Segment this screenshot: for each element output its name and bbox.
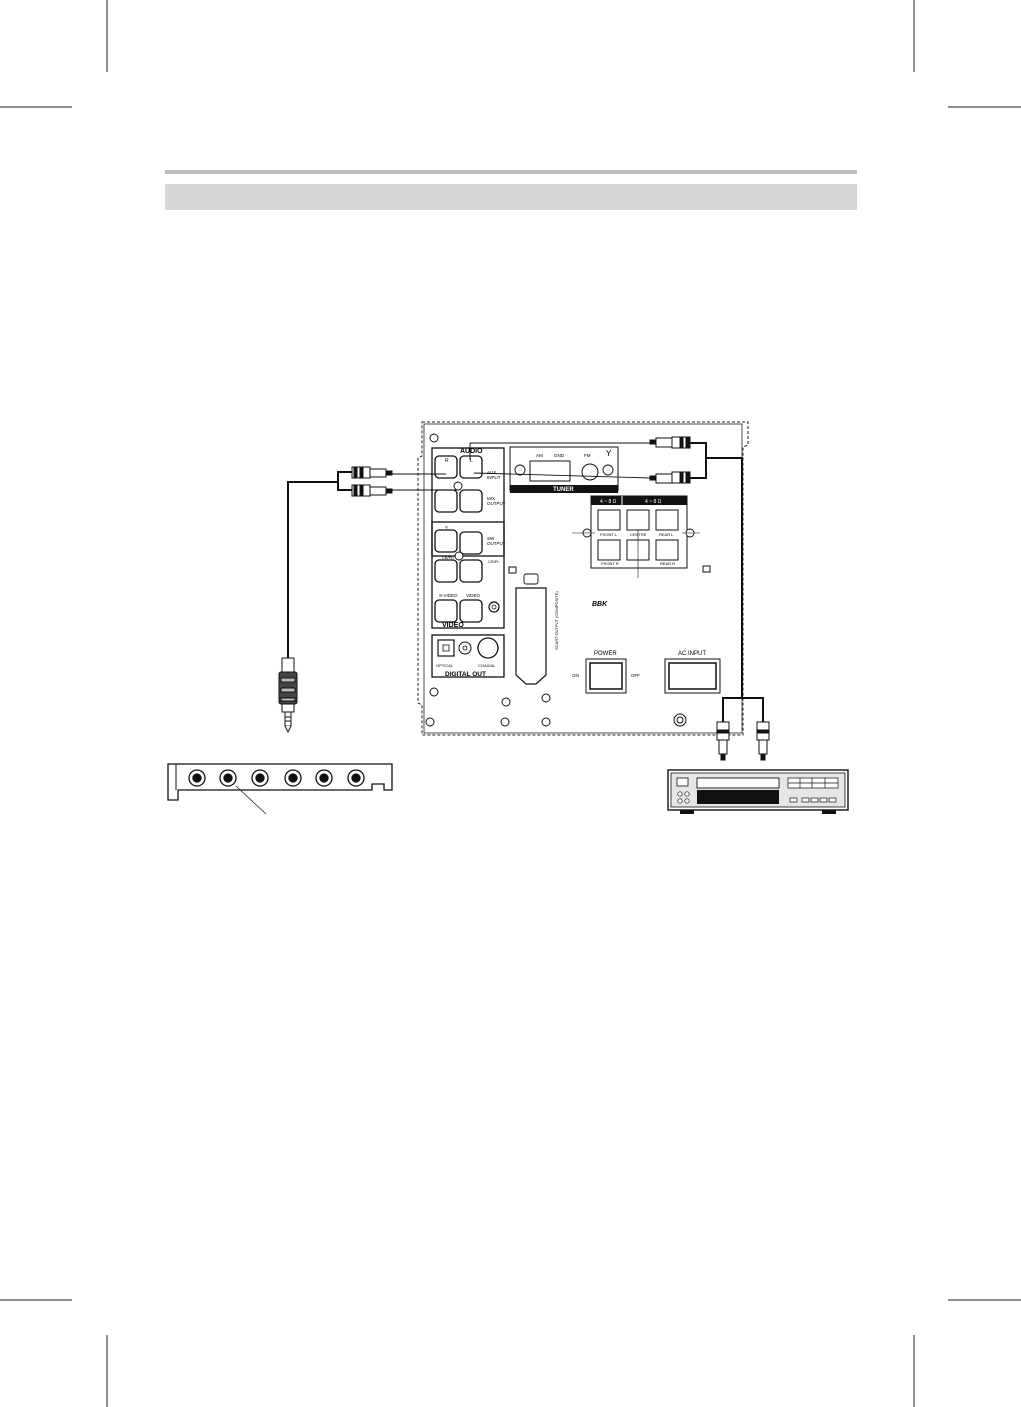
scart-output-label: SCART OUTPUT (COMPOSITE)	[554, 591, 559, 650]
rear-panel	[417, 421, 749, 736]
scart-block: SCART OUTPUT (COMPOSITE)	[515, 573, 559, 685]
centre-terminal[interactable]	[626, 509, 650, 531]
impedance-left-label: 4 ~ 8 Ω	[600, 499, 617, 505]
rca-plug-left-lower	[351, 484, 393, 497]
player-transport-buttons	[789, 797, 837, 803]
jack-l-label: L	[470, 458, 473, 464]
aux-input-label-2: INPUT	[487, 475, 501, 480]
power-off-label: OFF	[631, 673, 640, 678]
brand-logo: BBK	[592, 601, 608, 608]
rear-l-terminal[interactable]	[655, 509, 679, 531]
tuner-gnd-label: GND	[554, 453, 565, 458]
player-disc-tray[interactable]	[696, 777, 780, 789]
mix-output-r-jack[interactable]	[434, 489, 458, 513]
s-video-jack[interactable]	[434, 599, 458, 623]
rear-r-label: REAR R	[660, 561, 675, 566]
rear-l-label: REAR L	[659, 532, 674, 537]
aux-input-label-1: AUX	[487, 470, 496, 475]
front-r-label: FRONT R	[601, 561, 619, 566]
player-power-button[interactable]	[676, 777, 689, 787]
jack-y-label: Y	[445, 525, 448, 530]
coaxial-label: COAXIAL	[478, 663, 496, 668]
digital-out-label: DIGITAL OUT	[445, 671, 486, 678]
header-band	[165, 184, 857, 210]
y-jack[interactable]	[434, 529, 458, 553]
video-label: VIDEO	[442, 622, 464, 629]
digital-out-block: OPTICAL COAXIAL DIGITAL OUT	[431, 634, 505, 678]
cr-jack[interactable]	[459, 559, 483, 583]
cb-jack[interactable]	[434, 559, 458, 583]
jack-r-label: R	[445, 458, 449, 464]
mix-output-label-1: MIX	[487, 496, 495, 501]
rca-plug-right-lower	[649, 471, 691, 484]
ac-input-block: AC INPUT	[664, 651, 721, 694]
tuner-am-label: AM	[536, 453, 543, 458]
coaxial-jack[interactable]	[477, 637, 499, 659]
panel-screws	[425, 433, 711, 727]
jack-cr-label: CR/Pr	[488, 559, 500, 564]
power-label: POWER	[594, 651, 617, 657]
ac-input-socket[interactable]	[668, 662, 717, 690]
am-gnd-terminal[interactable]	[529, 460, 571, 482]
tuner-label: TUNER	[553, 487, 574, 493]
fm-antenna-jack[interactable]	[581, 463, 599, 481]
sw-output-label-2: OUTPUT	[487, 541, 506, 546]
player-display-grid	[787, 777, 839, 789]
video-block: Y CB/Pb CR/Pr S-VIDEO VIDEO VIDEO	[431, 521, 505, 629]
optical-label: OPTICAL	[436, 663, 454, 668]
rca-plug-left-upper	[351, 466, 393, 479]
audio-label: AUDIO	[460, 448, 483, 455]
cables	[287, 442, 764, 722]
speaker-block: 4 ~ 8 Ω 4 ~ 8 Ω FRONT L CENTRE REAR L FR…	[572, 495, 700, 578]
rca-plug-right-upper	[649, 436, 691, 449]
rca-plug-player-right	[756, 721, 770, 761]
rca-plug-player-left	[716, 721, 730, 761]
sound-card-bracket	[167, 763, 393, 815]
video-jack-label: VIDEO	[466, 593, 481, 598]
ac-input-label: AC INPUT	[678, 651, 706, 657]
video-jack[interactable]	[459, 599, 483, 623]
sw-output-label-1: SW	[487, 536, 495, 541]
power-on-label: ON	[572, 673, 579, 678]
cd-player	[667, 769, 849, 814]
front-l-terminal[interactable]	[597, 509, 621, 531]
mini-jack-plug	[278, 657, 298, 734]
aux-input-r-jack[interactable]	[434, 455, 458, 479]
mix-output-label-2: OUTPUT	[487, 501, 506, 506]
sw-output-jack[interactable]	[459, 531, 483, 555]
mix-output-l-jack[interactable]	[459, 489, 483, 513]
power-switch[interactable]	[589, 662, 623, 690]
scart-connector[interactable]	[515, 587, 547, 685]
front-l-label: FRONT L	[600, 532, 618, 537]
tuner-block: AM GND FM Y TUNER	[509, 446, 619, 493]
sound-card-jacks	[188, 769, 365, 787]
tuner-fm-label: FM	[584, 453, 591, 458]
aux-input-l-jack[interactable]	[459, 455, 483, 479]
rear-r-terminal[interactable]	[655, 539, 679, 561]
front-r-terminal[interactable]	[597, 539, 621, 561]
antenna-icon: Y	[606, 449, 612, 458]
sound-card-callout-line	[235, 785, 267, 815]
jack-cb-label: CB/Pb	[442, 555, 454, 560]
power-block: POWER ON OFF	[572, 651, 640, 694]
impedance-right-label: 4 ~ 8 Ω	[645, 499, 662, 505]
centre-label: CENTRE	[630, 532, 647, 537]
header-rule	[165, 170, 857, 174]
optical-jack[interactable]	[437, 639, 455, 657]
s-video-label: S-VIDEO	[439, 593, 458, 598]
